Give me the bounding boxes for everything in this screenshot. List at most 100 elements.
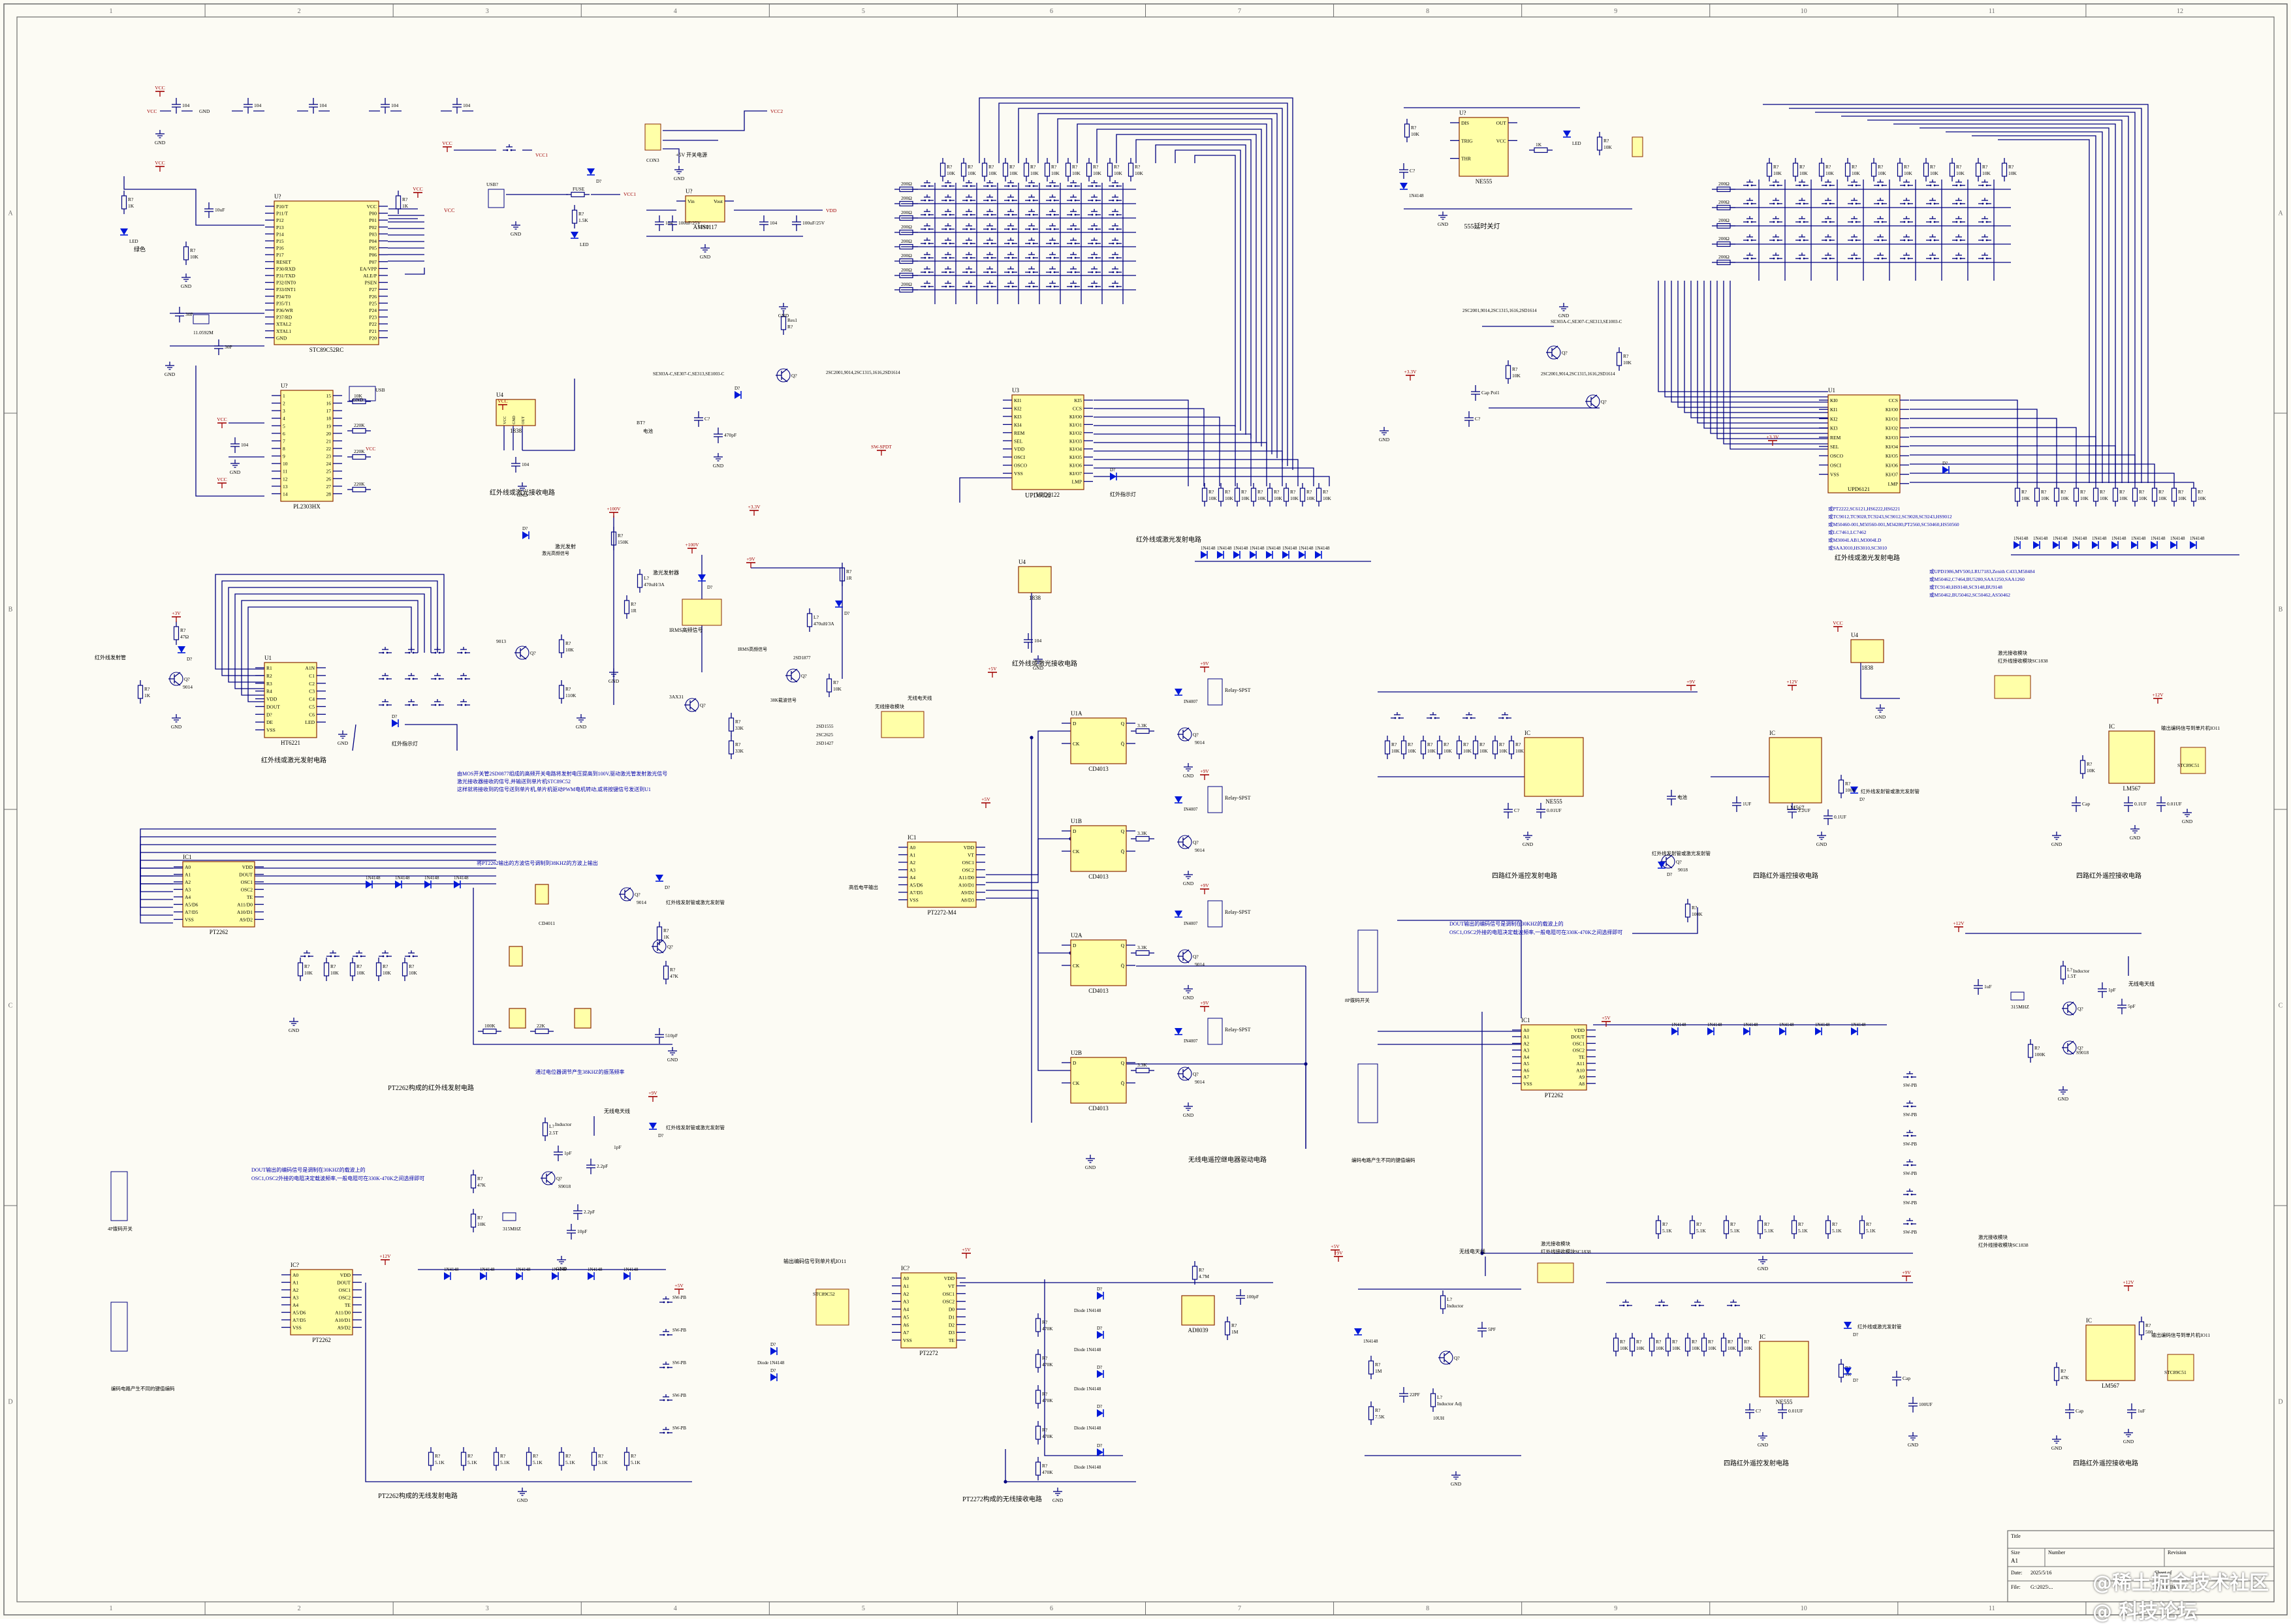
diode-body bbox=[366, 881, 372, 888]
label: 无线电天线 bbox=[908, 695, 932, 701]
pin-label: 20 bbox=[326, 431, 332, 437]
contact bbox=[1622, 1304, 1625, 1307]
value: 1.5K bbox=[578, 217, 588, 223]
pin-label: A11 bbox=[1576, 1061, 1585, 1067]
contact bbox=[945, 271, 947, 273]
label: 无线电天线 bbox=[1459, 1248, 1485, 1255]
pin-label: THR bbox=[1461, 156, 1471, 162]
ref: R? bbox=[1042, 1427, 1048, 1433]
contact bbox=[1877, 202, 1880, 205]
ref: R? bbox=[2158, 489, 2164, 495]
capacitor: 510pF bbox=[655, 1028, 678, 1044]
resistor: R?5.1K bbox=[1655, 1215, 1672, 1239]
contact bbox=[1430, 717, 1432, 719]
terminal bbox=[1632, 136, 1643, 157]
ic-ref: U? bbox=[1459, 110, 1466, 116]
label: Relay-SPST bbox=[1225, 909, 1251, 915]
contact bbox=[945, 213, 947, 216]
capacitor: 104 bbox=[381, 98, 399, 114]
diode-body bbox=[1779, 1027, 1786, 1035]
value: 1pF bbox=[2108, 987, 2116, 993]
wire bbox=[1998, 139, 2090, 483]
pin-label: A4 bbox=[909, 875, 915, 881]
wire bbox=[234, 593, 425, 689]
push-button bbox=[457, 699, 470, 706]
contact bbox=[667, 1431, 669, 1434]
contact bbox=[990, 228, 993, 230]
contact bbox=[1007, 285, 1010, 288]
resistor: R?10K bbox=[1792, 158, 1809, 181]
ref: R? bbox=[304, 963, 310, 969]
diode: D? bbox=[698, 574, 712, 590]
pin-label: 28 bbox=[326, 491, 332, 497]
ref: R? bbox=[1199, 1267, 1205, 1273]
contact bbox=[1070, 228, 1073, 230]
gnd-label: GND bbox=[1523, 841, 1534, 847]
contact bbox=[386, 651, 388, 654]
push-button bbox=[1903, 1071, 1916, 1078]
resistor: R?10K bbox=[323, 958, 340, 981]
value: 10K bbox=[1135, 170, 1144, 176]
resistor: R?470K bbox=[1035, 1385, 1053, 1409]
pin-label: A1 bbox=[292, 1280, 298, 1286]
contact bbox=[1907, 257, 1910, 260]
pin-label: KI5 bbox=[1074, 398, 1082, 403]
pin-label: A8 bbox=[1579, 1081, 1585, 1087]
resistor: R?33K bbox=[728, 713, 744, 736]
wire bbox=[1723, 281, 1828, 445]
label: 2SD1555 bbox=[816, 724, 834, 729]
diode-label: D? bbox=[707, 585, 712, 590]
ground-symbol: GND bbox=[1875, 704, 1886, 720]
label: 无线电天线 bbox=[2128, 980, 2155, 987]
label: SW-PB bbox=[672, 1393, 686, 1398]
contact bbox=[1929, 184, 1932, 187]
label: 9014 bbox=[183, 684, 193, 690]
ground-symbol: GND bbox=[181, 273, 192, 289]
pin-label: KI2 bbox=[1830, 416, 1838, 422]
contact bbox=[1032, 228, 1035, 230]
capacitor: 电池 bbox=[1667, 790, 1688, 805]
push-button bbox=[431, 673, 444, 680]
emitter bbox=[1182, 736, 1190, 742]
push-button bbox=[1743, 180, 1756, 187]
pin-label: P33/INT1 bbox=[276, 287, 296, 292]
tb-file-value: G:\2025\... bbox=[2030, 1584, 2053, 1590]
contact bbox=[1091, 228, 1094, 230]
ref: R? bbox=[1042, 1463, 1048, 1469]
ic-ref: IC bbox=[2109, 723, 2115, 730]
contact bbox=[1933, 184, 1936, 187]
contact bbox=[1746, 239, 1749, 242]
resistor: R?10K bbox=[1250, 483, 1267, 507]
pin-label: TRIG bbox=[1461, 138, 1473, 144]
push-button bbox=[431, 699, 444, 706]
ref: R? bbox=[663, 928, 669, 933]
value: 470K bbox=[1042, 1326, 1053, 1332]
transistor: Q? bbox=[2062, 1040, 2083, 1055]
diode-body bbox=[1942, 466, 1949, 474]
label: 2SD1877 bbox=[793, 655, 811, 661]
value: 5.1K bbox=[631, 1460, 640, 1465]
ground-symbol: GND bbox=[1451, 1471, 1462, 1487]
contact bbox=[966, 228, 968, 230]
ref: R? bbox=[1728, 1339, 1733, 1345]
diode-body bbox=[2131, 541, 2138, 549]
push-button bbox=[941, 180, 955, 187]
diode-label: D? bbox=[1097, 1326, 1102, 1331]
value: 5.1K bbox=[598, 1460, 608, 1465]
resistor: R?10K bbox=[1472, 736, 1489, 759]
pin-label: A4 bbox=[1523, 1054, 1529, 1060]
ref: R? bbox=[1114, 164, 1120, 170]
pin-label: VDD bbox=[1574, 1027, 1585, 1033]
diode-label: 1N4148 bbox=[2190, 536, 2205, 541]
value: 30P bbox=[185, 311, 193, 317]
push-button bbox=[1848, 198, 1861, 205]
diode: D? bbox=[1097, 1365, 1104, 1378]
contact bbox=[949, 185, 951, 187]
diode: 1N4148 bbox=[552, 1267, 567, 1280]
push-button bbox=[1046, 195, 1059, 202]
value: 1uF bbox=[1984, 984, 1992, 990]
transistor-label: Q? bbox=[1193, 954, 1199, 960]
contact bbox=[1070, 213, 1073, 216]
pin-label: TE bbox=[1579, 1054, 1585, 1060]
contact bbox=[1910, 1223, 1913, 1225]
